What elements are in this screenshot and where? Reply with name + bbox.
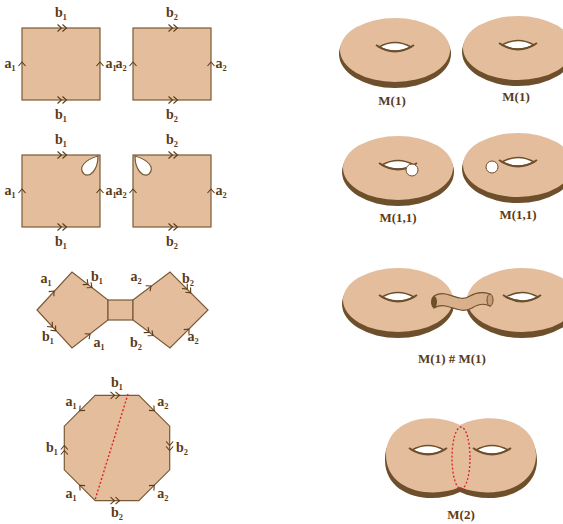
edge-arrow [80, 405, 85, 410]
edge-label: b₂ [166, 235, 178, 249]
edge-label: a₁ [65, 395, 76, 409]
edge-label: a₁ [105, 57, 116, 71]
edge-label: a₁ [105, 184, 116, 198]
edge-label: a₂ [115, 57, 126, 71]
edge-arrow [49, 291, 54, 296]
surface-label: M(1,1) [499, 208, 536, 221]
edge-arrow [61, 446, 68, 455]
edge-arrow [146, 286, 151, 291]
edge-arrow [58, 224, 67, 231]
surface-label: M(1) # M(1) [418, 352, 486, 365]
edge-label: a₁ [40, 272, 51, 286]
surface-label: M(1) [502, 90, 529, 103]
edge-label: a₂ [157, 395, 168, 409]
edge-arrow [111, 392, 120, 399]
edge-label: b₂ [166, 133, 178, 147]
edge-label: b₁ [55, 6, 67, 20]
edge-arrow [169, 25, 178, 32]
edge-label: a₁ [4, 57, 15, 71]
edge-arrow [130, 189, 137, 193]
edge-label: a₂ [215, 57, 226, 71]
surface-label: M(1) [378, 94, 405, 107]
edge-arrow [80, 485, 85, 490]
edge-label: b₁ [55, 235, 67, 249]
edge-arrow [169, 97, 178, 104]
edge-arrow [19, 62, 26, 66]
edge-label: b₁ [46, 441, 58, 455]
edge-arrow [130, 62, 137, 66]
edge-arrow [83, 279, 92, 288]
edge-arrow [149, 405, 154, 410]
edge-arrow [208, 62, 215, 66]
edge-arrow [149, 485, 154, 490]
edge-arrow [166, 442, 173, 451]
edge-arrow [97, 189, 104, 193]
edge-label: b₁ [111, 376, 123, 390]
edge-label: b₁ [55, 133, 67, 147]
edge-label: a₂ [130, 270, 141, 284]
edge-arrow [144, 327, 153, 336]
edge-label: a₂ [215, 184, 226, 198]
edge-arrow [58, 25, 67, 32]
edge-label: b₁ [91, 270, 103, 284]
edge-label: a₁ [4, 184, 15, 198]
edge-arrow [111, 497, 120, 504]
edge-label: b₂ [182, 272, 194, 286]
edge-label: b₂ [111, 506, 123, 520]
edge-label: b₁ [55, 108, 67, 122]
edge-label: b₂ [176, 441, 188, 455]
edge-label: a₂ [187, 330, 198, 344]
edge-label: b₂ [130, 336, 142, 350]
surface-label: M(1,1) [379, 211, 416, 224]
edge-arrow [97, 62, 104, 66]
edge-arrow [19, 189, 26, 193]
edge-label: b₂ [166, 108, 178, 122]
edge-arrow [208, 189, 215, 193]
edge-label: a₁ [65, 487, 76, 501]
edge-label: b₁ [42, 330, 54, 344]
edge-label: a₁ [93, 336, 104, 350]
edge-arrow [85, 334, 90, 339]
edge-arrow [58, 97, 67, 104]
surface-label: M(2) [447, 508, 474, 521]
edge-arrow [58, 152, 67, 159]
edge-label: b₂ [166, 6, 178, 20]
edge-arrow [169, 224, 178, 231]
edge-label: a₂ [157, 487, 168, 501]
edge-label: a₂ [115, 184, 126, 198]
edge-arrow [169, 152, 178, 159]
